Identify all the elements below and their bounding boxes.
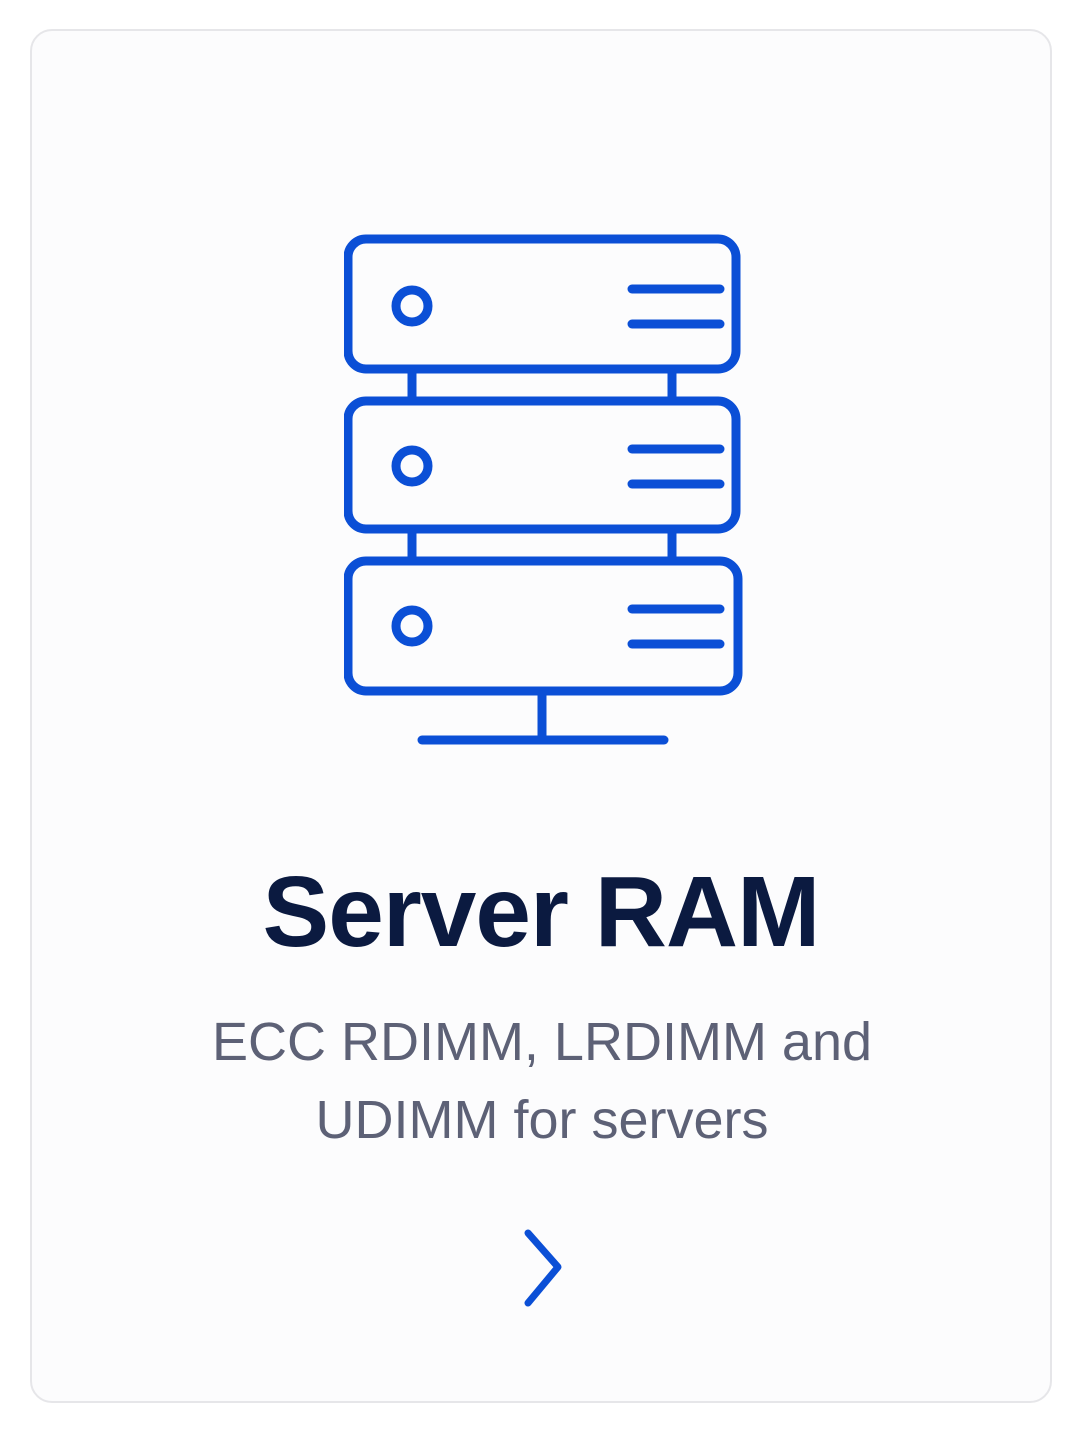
- card-title: Server RAM: [262, 856, 821, 968]
- server-rack-icon: [344, 234, 743, 745]
- card-subtitle: ECC RDIMM, LRDIMM and UDIMM for servers: [211, 1012, 873, 1150]
- chevron-right-icon[interactable]: [518, 1227, 566, 1323]
- server-ram-card[interactable]: Server RAM ECC RDIMM, LRDIMM and UDIMM f…: [30, 29, 1052, 1403]
